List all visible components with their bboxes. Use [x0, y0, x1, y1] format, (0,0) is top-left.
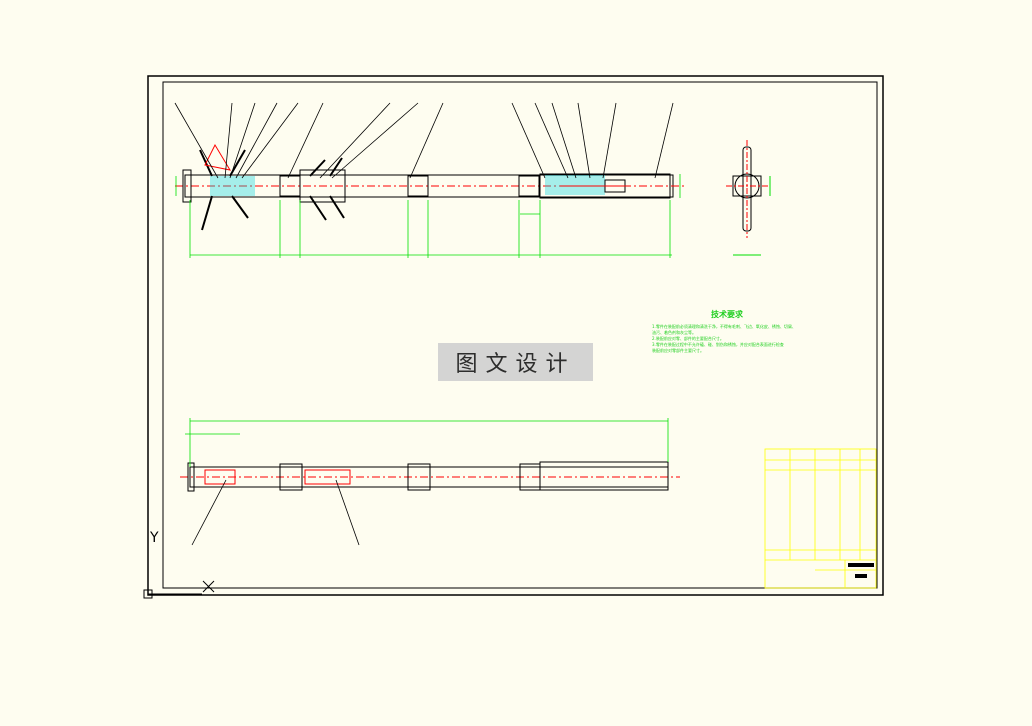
technical-requirement-line: 3.零件在装配过程中不允许磕、碰、划伤和锈蚀，并应对配合表面进行检查	[652, 342, 784, 347]
inner-frame	[162, 81, 878, 589]
ucs-icon	[143, 540, 215, 599]
title-block-name-bar	[848, 563, 874, 567]
top-view-assembly	[175, 143, 685, 231]
title-block-code-bar	[855, 574, 867, 578]
technical-requirement-line: 装配前应对零部件主要尺寸。	[652, 348, 704, 353]
watermark: 图文设计	[438, 343, 593, 381]
technical-requirements-title: 技术要求	[711, 310, 743, 319]
bottom-view-assembly	[180, 461, 680, 546]
title-block	[764, 448, 877, 589]
outer-frame	[147, 75, 884, 596]
top-dimensions	[175, 174, 681, 258]
ucs-y-label: Y	[149, 530, 159, 546]
top-leaders	[174, 102, 674, 179]
end-view	[726, 140, 771, 256]
technical-requirements: 技术要求 1.零件在装配前必须清理和清洗干净，不得有毛刺、飞边、氧化皮、锈蚀、切…	[652, 309, 802, 354]
technical-requirement-line: 油污、着色剂和灰尘等。	[652, 330, 696, 335]
technical-requirement-line: 1.零件在装配前必须清理和清洗干净，不得有毛刺、飞边、氧化皮、锈蚀、切屑、	[652, 324, 796, 329]
bottom-dimensions	[185, 418, 669, 467]
technical-requirement-line: 2.装配前应对零、部件的主要配合尺寸。	[652, 336, 724, 341]
